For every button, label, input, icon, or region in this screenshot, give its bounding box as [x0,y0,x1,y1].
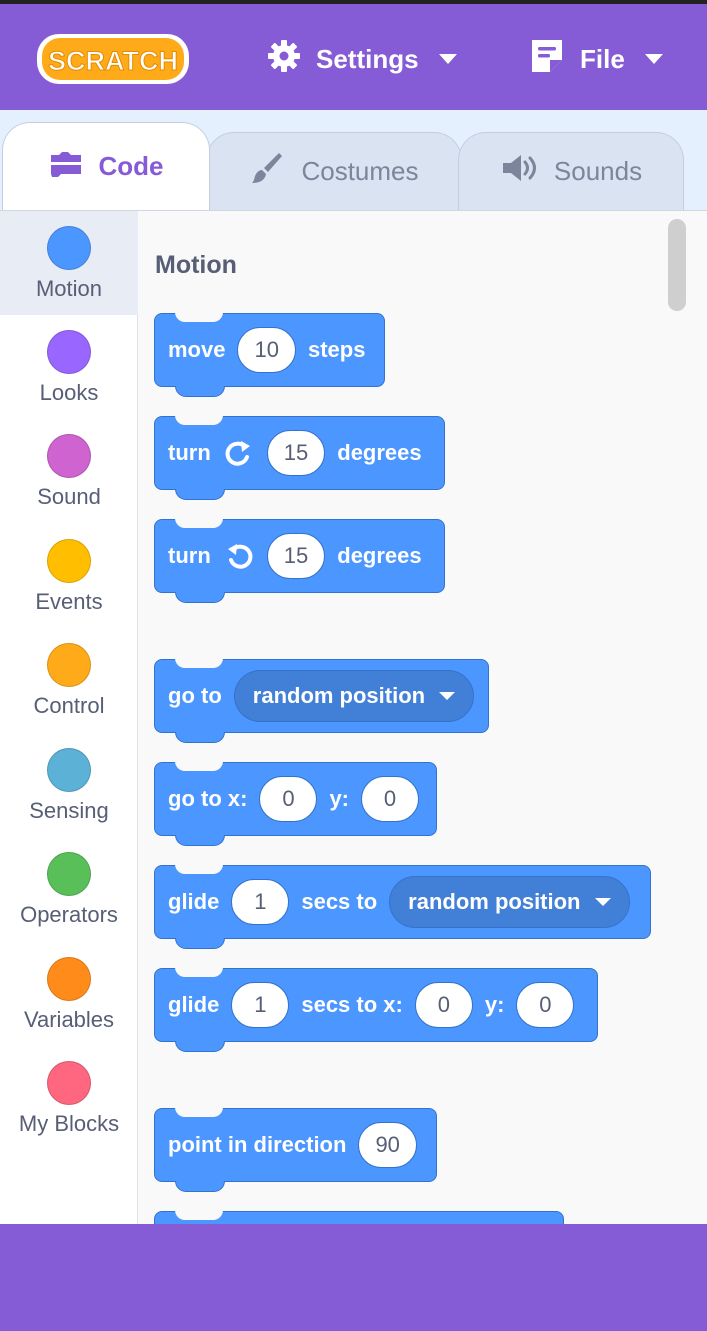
tab-costumes-label: Costumes [301,156,419,186]
go-to-target-dropdown[interactable]: random position [233,670,475,722]
block-text: y: [484,992,505,1017]
motion-category-icon [47,226,91,270]
secs-input[interactable]: 1 [231,879,290,925]
chevron-down-icon [439,692,456,700]
degrees-input[interactable]: 15 [266,533,326,579]
block-text: secs to x: [301,992,403,1017]
settings-menu[interactable]: Settings [266,36,457,82]
chevron-down-icon [594,898,611,906]
degrees-input[interactable]: 15 [266,430,326,476]
category-label: Sound [37,484,101,509]
block-text: point in direction [168,1132,347,1157]
category-my-blocks[interactable]: My Blocks [0,1046,138,1150]
brush-icon [249,150,285,193]
bottom-bar [0,1224,707,1331]
looks-category-icon [47,330,91,374]
category-label: Events [35,589,103,614]
block-text: degrees [337,543,422,568]
tab-sounds-label: Sounds [553,156,643,186]
gear-icon [266,38,302,81]
variables-category-icon [47,957,91,1001]
file-icon [528,36,566,83]
sound-category-icon [47,434,91,478]
editor-tabs: Code Costumes Sounds [0,110,707,210]
block-go-to-xy[interactable]: go to x: 0 y: 0 [154,761,437,846]
block-point-in-direction[interactable]: point in direction 90 [154,1107,437,1192]
block-text: turn [168,543,211,568]
block-text: glide [168,992,220,1017]
block-turn-left[interactable]: turn 15 degrees [154,518,445,603]
category-operators[interactable]: Operators [0,837,138,941]
block-turn-right[interactable]: turn 15 degrees [154,415,445,500]
category-control[interactable]: Control [0,628,138,732]
category-label: Looks [39,380,99,405]
category-label: Control [33,693,105,718]
category-looks[interactable]: Looks [0,315,138,419]
operators-category-icon [47,852,91,896]
category-motion[interactable]: Motion [0,211,138,315]
speaker-icon [500,152,538,191]
file-label: File [580,43,625,74]
category-variables[interactable]: Variables [0,942,138,1046]
menu-bar: SCRATCH Settings [0,0,707,110]
block-text: degrees [337,440,422,465]
block-text: steps [307,337,366,362]
dropdown-value: random position [408,889,581,914]
block-text: go to [168,683,222,708]
palette-section-title: Motion [155,251,237,279]
settings-label: Settings [316,43,419,74]
block-text: glide [168,889,220,914]
category-label: My Blocks [18,1111,120,1136]
events-category-icon [47,539,91,583]
tab-code-label: Code [98,151,164,181]
steps-input[interactable]: 10 [237,327,296,373]
palette-scrollbar[interactable] [668,219,686,311]
block-text: go to x: [168,786,248,811]
dropdown-value: random position [252,683,426,708]
tab-costumes[interactable]: Costumes [206,132,462,210]
code-workspace: Motion Looks Sound Events Control Sensin… [0,210,707,1225]
block-partial[interactable] [154,1210,564,1225]
block-go-to[interactable]: go to random position [154,658,489,743]
block-palette: Motion move 10 steps turn 15 degrees tur… [139,211,707,1225]
glide-target-dropdown[interactable]: random position [389,876,630,928]
block-text: secs to [301,889,378,914]
secs-input[interactable]: 1 [231,982,290,1028]
svg-text:SCRATCH: SCRATCH [48,46,178,76]
direction-input[interactable]: 90 [358,1122,417,1168]
sensing-category-icon [47,748,91,792]
y-input[interactable]: 0 [361,776,419,822]
tab-code[interactable]: Code [2,122,210,210]
chevron-down-icon [438,54,457,64]
scratch-logo[interactable]: SCRATCH [34,28,192,90]
rotate-counterclockwise-icon [223,540,255,572]
category-label: Operators [20,902,118,927]
category-sensing[interactable]: Sensing [0,733,138,837]
rotate-clockwise-icon [223,437,255,469]
block-move-steps[interactable]: move 10 steps [154,312,385,397]
category-label: Motion [35,276,103,301]
x-input[interactable]: 0 [259,776,318,822]
block-text: move [168,337,226,362]
category-label: Sensing [29,798,109,823]
category-label: Variables [23,1007,115,1032]
control-category-icon [47,643,91,687]
code-icon [49,149,83,184]
block-text: turn [168,440,211,465]
y-input[interactable]: 0 [516,982,575,1028]
chevron-down-icon [644,54,663,64]
x-input[interactable]: 0 [414,982,473,1028]
category-events[interactable]: Events [0,524,138,628]
block-glide-to[interactable]: glide 1 secs to random position [154,864,651,949]
block-text: y: [329,786,349,811]
category-sound[interactable]: Sound [0,419,138,523]
file-menu[interactable]: File [528,36,663,82]
block-glide-to-xy[interactable]: glide 1 secs to x: 0 y: 0 [154,967,598,1052]
my-blocks-category-icon [47,1061,91,1105]
tab-sounds[interactable]: Sounds [458,132,684,210]
category-menu: Motion Looks Sound Events Control Sensin… [0,211,138,1225]
